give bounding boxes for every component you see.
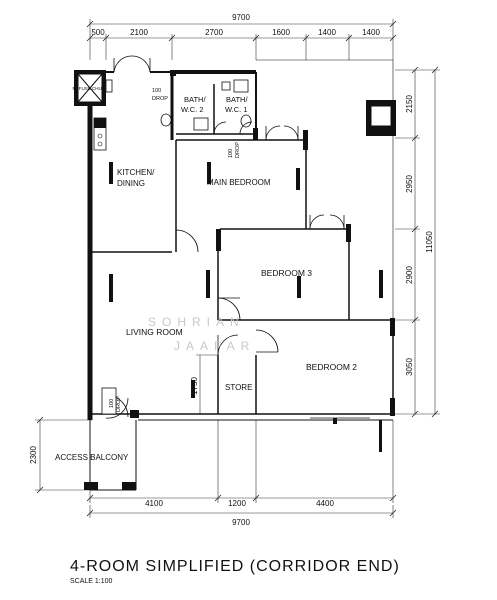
columns [84, 70, 395, 490]
dim-bottom-seg-2: 1200 [228, 499, 246, 508]
doors [105, 55, 370, 419]
dim-top-seg-2: 2100 [130, 28, 148, 37]
kitchen-counter [93, 79, 113, 151]
watermark-line2: JAAFAR [174, 339, 255, 353]
room-label-bath-2-line2: W.C. 2 [181, 105, 204, 114]
refuse-chute [74, 70, 106, 106]
dim-bottom-total: 9700 [232, 518, 250, 527]
room-label-main-bedroom: MAIN BEDROOM [207, 178, 271, 187]
drop-1-line1: 100 [152, 88, 161, 94]
room-label-bedroom-3: BEDROOM 3 [261, 268, 312, 278]
room-label-kitchen: KITCHEN/ [117, 168, 155, 177]
room-label-access-balcony: ACCESS BALCONY [55, 453, 129, 462]
bath-fixtures [160, 79, 252, 131]
drop-3-line1: 100 [109, 399, 115, 408]
dim-right-seg-3: 2900 [405, 266, 414, 284]
room-label-bath-2-line1: BATH/ [184, 95, 206, 104]
drop-1-line2: DROP [152, 96, 168, 102]
room-label-bath-1-line2: W.C. 1 [225, 105, 248, 114]
dim-bottom-seg-1: 4100 [145, 499, 163, 508]
room-label-store: STORE [225, 383, 252, 392]
room-label-bedroom-2: BEDROOM 2 [306, 362, 357, 372]
entry-door-leaf [101, 387, 117, 415]
scale-label: SCALE 1:100 [70, 578, 113, 585]
room-label-dining: DINING [117, 179, 145, 188]
watermark-line1: SOHRIAN [148, 315, 245, 329]
ac-ledge [366, 100, 396, 136]
dim-left-balcony: 2300 [29, 446, 38, 464]
page-title: 4-ROOM SIMPLIFIED (CORRIDOR END) [70, 558, 400, 575]
dim-right-total: 11050 [425, 231, 434, 253]
dim-right-seg-2: 2950 [405, 175, 414, 193]
room-label-living-room: LIVING ROOM [126, 327, 183, 337]
dim-top-seg-5: 1400 [318, 28, 336, 37]
dim-top-total: 9700 [232, 13, 250, 22]
dim-top-seg-4: 1600 [272, 28, 290, 37]
dim-top-seg-6: 1400 [362, 28, 380, 37]
room-label-bath-1-line1: BATH/ [226, 95, 248, 104]
dim-top-seg-3: 2700 [205, 28, 223, 37]
refuse-chute-label: REFUSE CHUTE [72, 86, 107, 91]
dim-right-seg-4: 3050 [405, 358, 414, 376]
drop-2-line2: DROP [235, 142, 241, 158]
drop-3-line2: DROP [116, 396, 122, 412]
dim-right-seg-1: 2150 [405, 95, 414, 113]
dim-bottom-seg-3: 4400 [316, 499, 334, 508]
drop-2-line1: 100 [228, 149, 234, 158]
dim-top-seg-1: 500 [91, 28, 105, 37]
